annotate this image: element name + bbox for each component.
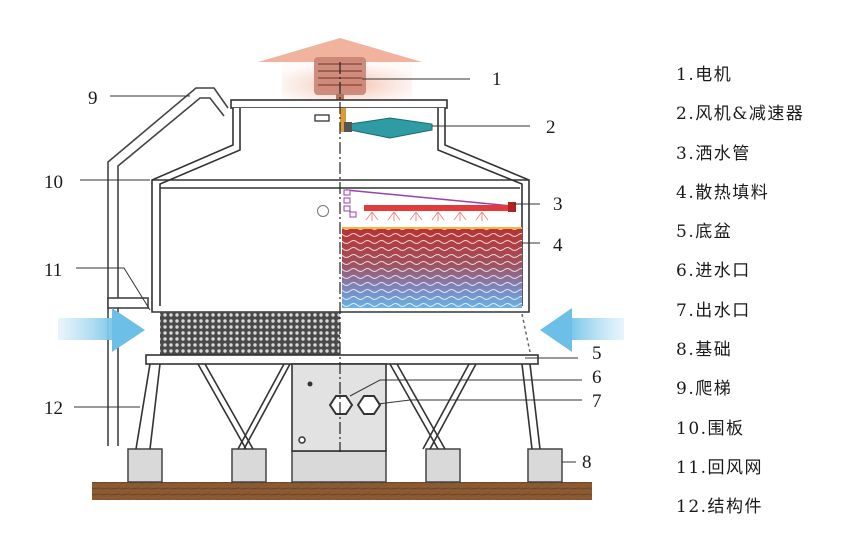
callout-3: 3 bbox=[553, 194, 563, 215]
spray-system bbox=[343, 189, 516, 221]
legend-item-water-outlet: 7.出水口 bbox=[676, 300, 751, 321]
intake-arrow-right-icon bbox=[540, 308, 624, 352]
callout-6: 6 bbox=[592, 367, 602, 388]
callout-2: 2 bbox=[546, 117, 556, 138]
callout-1: 1 bbox=[492, 69, 502, 90]
legend-item-panel: 10.围板 bbox=[676, 418, 745, 439]
callout-10: 10 bbox=[44, 172, 63, 193]
callout-numbers: 1 2 3 4 5 6 7 8 9 10 11 12 bbox=[44, 69, 602, 473]
callout-4: 4 bbox=[553, 235, 563, 256]
callout-12: 12 bbox=[44, 398, 63, 419]
fan-icon bbox=[340, 108, 433, 139]
legend-item-spray-pipe: 3.洒水管 bbox=[676, 143, 751, 164]
callout-8: 8 bbox=[582, 452, 592, 473]
legend-item-fan-reducer: 2.风机&减速器 bbox=[676, 104, 805, 125]
cooling-fill bbox=[342, 227, 522, 308]
foundation-blocks bbox=[127, 448, 563, 483]
callout-7: 7 bbox=[592, 391, 602, 412]
ladder bbox=[107, 87, 229, 446]
ground bbox=[92, 482, 592, 500]
inlet-outlet-ports bbox=[298, 395, 382, 444]
intake-arrow-left-icon bbox=[58, 308, 145, 352]
callout-11: 11 bbox=[44, 260, 62, 281]
callout-9: 9 bbox=[88, 88, 98, 109]
legend-item-fill: 4.散热填料 bbox=[676, 182, 770, 203]
leader-lines bbox=[74, 78, 582, 463]
callout-5: 5 bbox=[592, 343, 602, 364]
legend-item-basin: 5.底盆 bbox=[676, 222, 733, 243]
legend-item-ladder: 9.爬梯 bbox=[676, 379, 733, 400]
legend-item-air-mesh: 11.回风网 bbox=[676, 457, 764, 478]
air-inlet-mesh bbox=[160, 312, 340, 356]
legend-item-foundation: 8.基础 bbox=[676, 340, 733, 361]
legend-item-structure: 12.结构件 bbox=[676, 497, 764, 518]
legend-item-motor: 1.电机 bbox=[676, 65, 733, 85]
legend-item-water-inlet: 6.进水口 bbox=[676, 261, 751, 282]
legend: 1.电机 2.风机&减速器 3.洒水管 4.散热填料 5.底盆 6.进水口 7.… bbox=[676, 60, 856, 532]
